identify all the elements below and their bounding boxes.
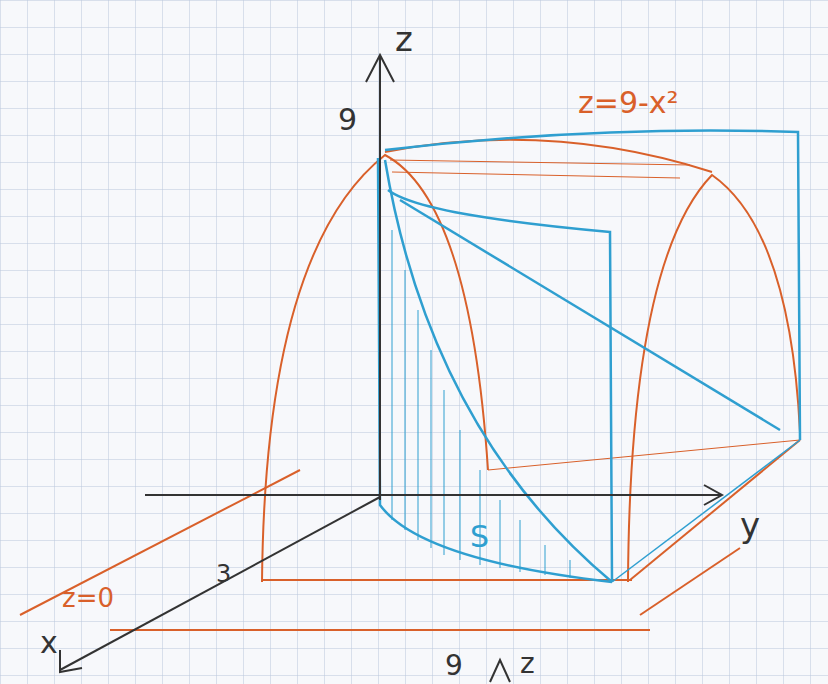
hatching	[392, 230, 570, 578]
parabolic-cylinder	[20, 140, 800, 630]
region-label: S	[470, 522, 489, 552]
solid-region	[378, 130, 800, 582]
axis-label: y	[740, 508, 760, 542]
axis-value: 3	[216, 562, 231, 586]
surface-equation: z=9-x²	[578, 88, 679, 118]
axis-value: 9	[338, 105, 357, 135]
axis-label: z	[395, 22, 413, 56]
axis-label: z	[520, 650, 535, 678]
axis-label: x	[40, 628, 58, 658]
axis-value: 9	[445, 652, 463, 680]
plane-equation: z=0	[62, 585, 114, 611]
axes	[60, 55, 722, 682]
